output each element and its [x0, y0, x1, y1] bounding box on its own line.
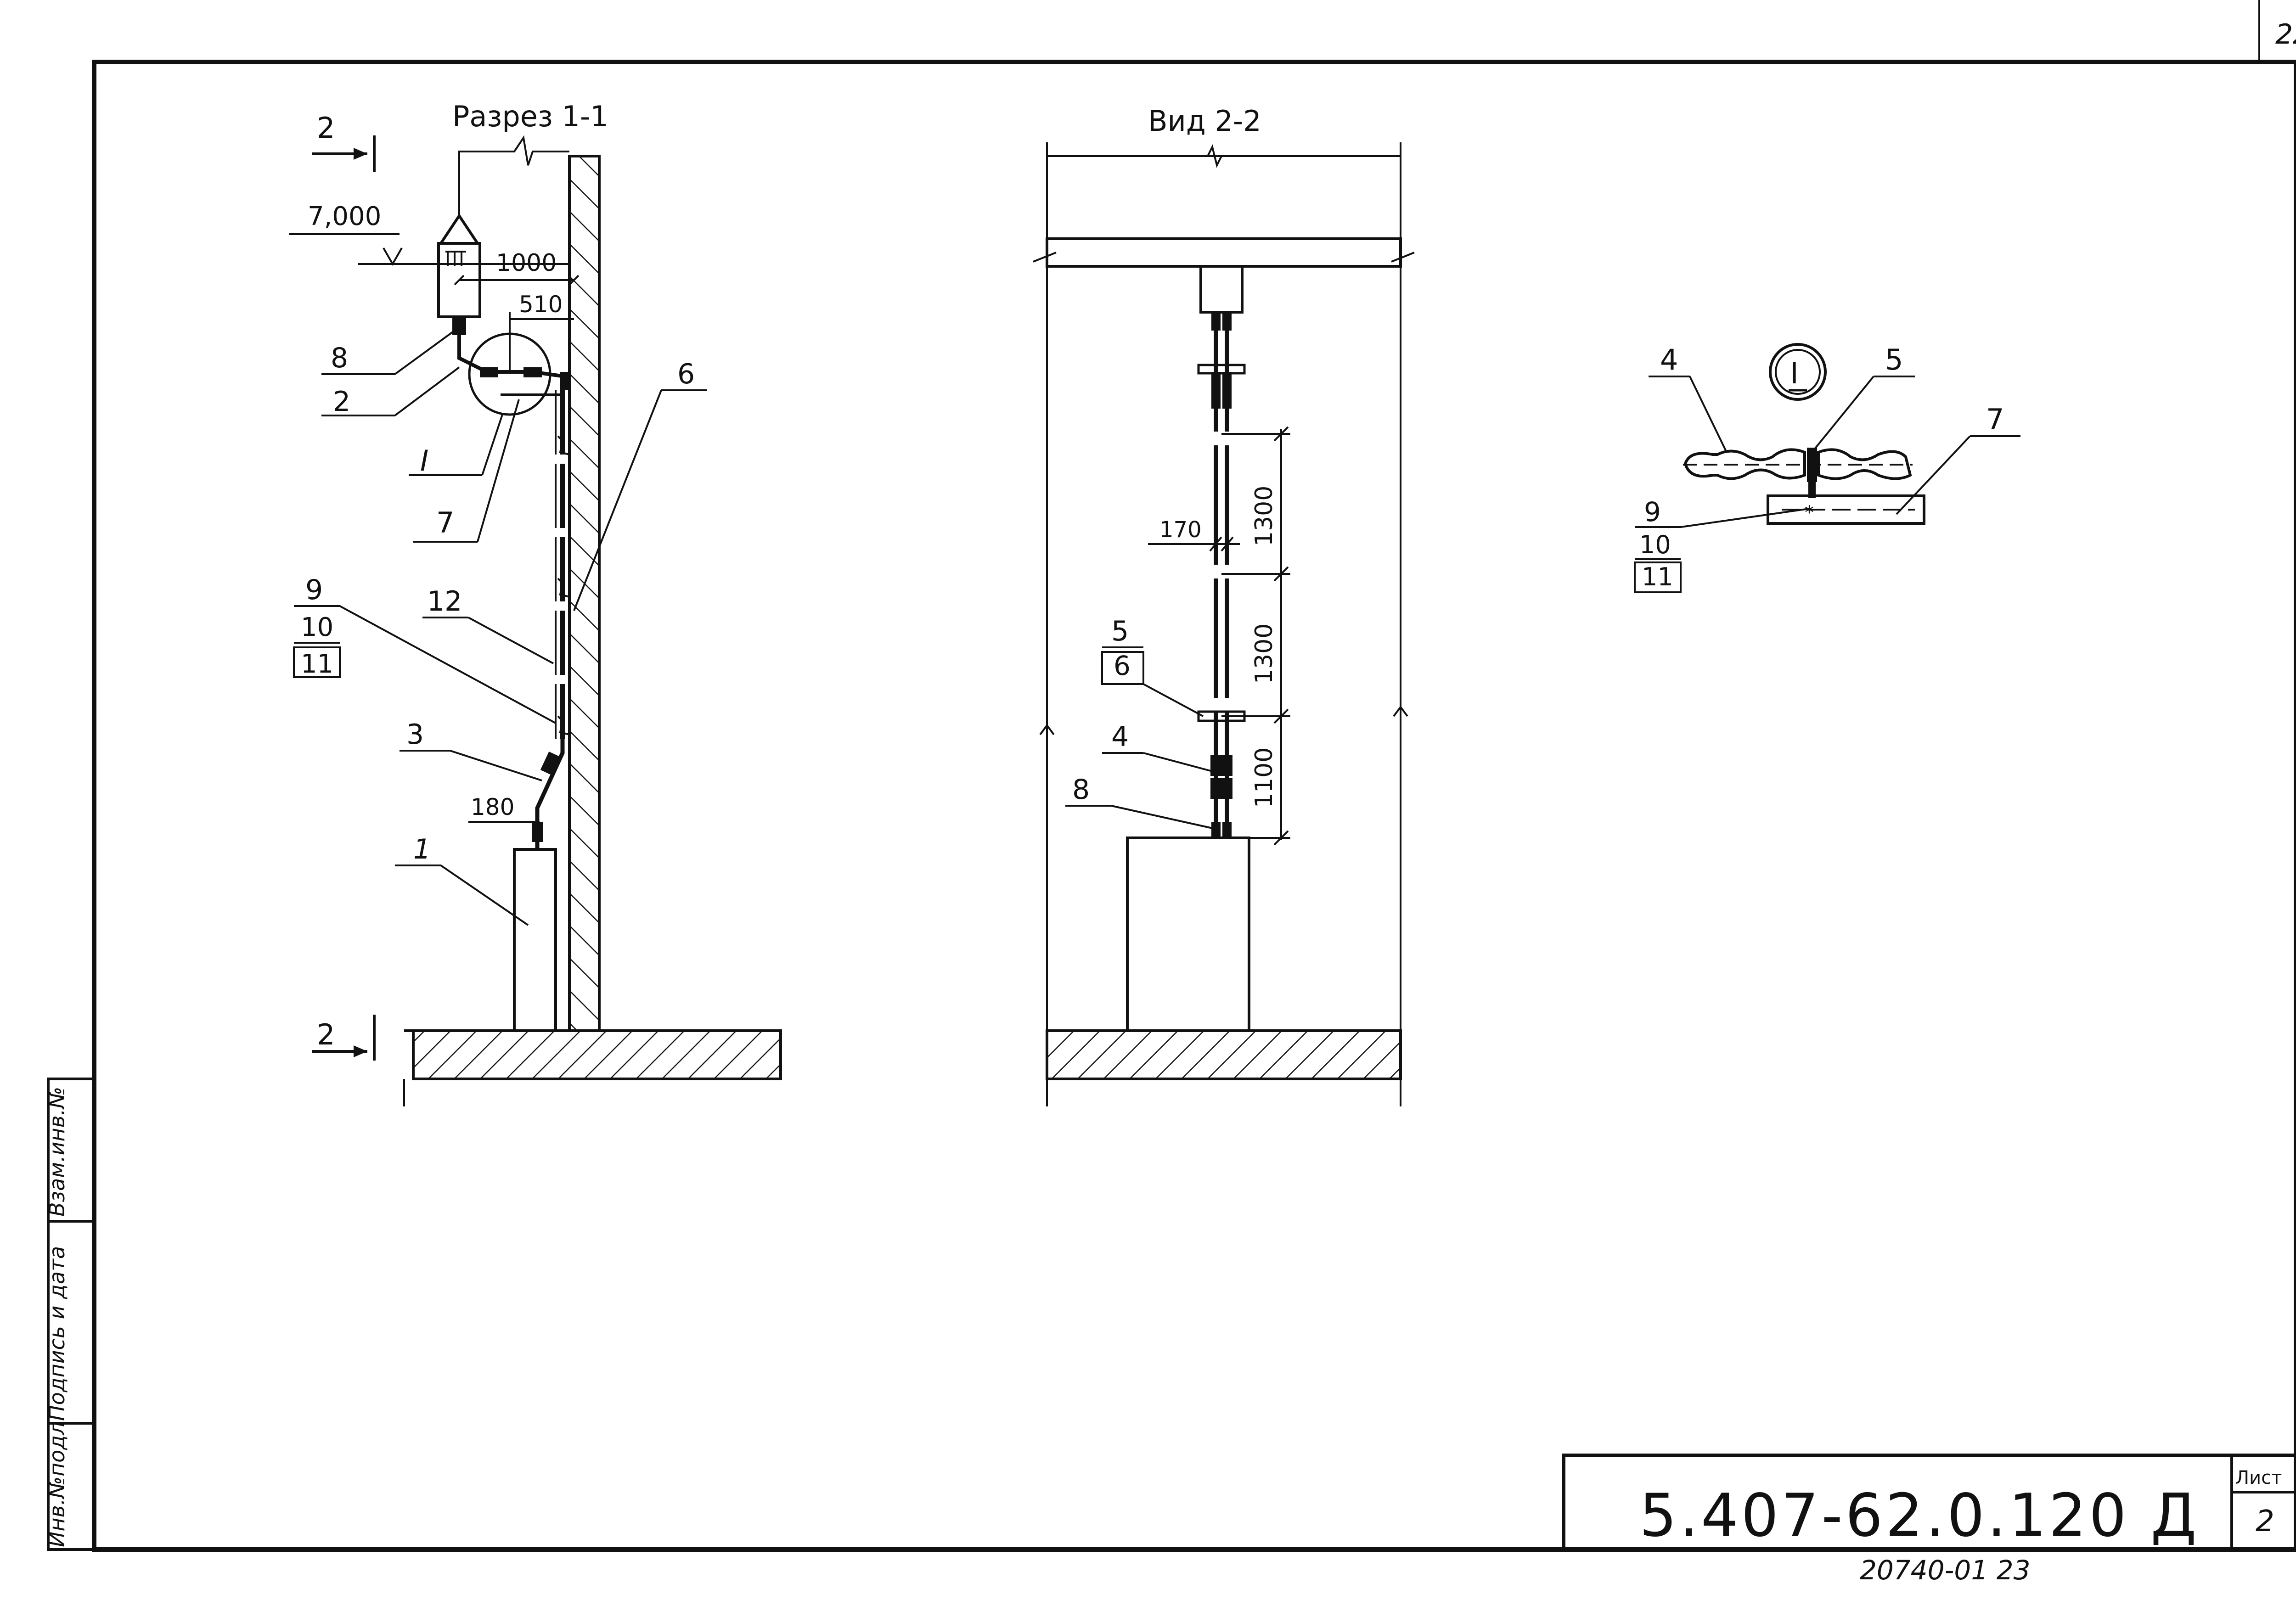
section-1-1-title: Разрез 1-1	[452, 100, 608, 133]
drawing-code: 5.407-62.0.120 Д	[1639, 1482, 2199, 1550]
callout-9: 9	[305, 574, 323, 606]
stamp-vzam: Взам.инв.№	[45, 1087, 69, 1217]
title-block: 5.407-62.0.120 Д Лист 2	[1562, 1454, 2296, 1551]
stamp-podpis: Подпись и дата	[45, 1246, 69, 1421]
view-callout-5: 5	[1111, 615, 1129, 647]
dim-180: 180	[471, 794, 514, 820]
detail-callout-10: 10	[1639, 530, 1671, 559]
detail-callout-5: 5	[1885, 343, 1903, 376]
view-callout-4: 4	[1111, 721, 1129, 753]
view-2-2-title: Вид 2-2	[1148, 104, 1261, 138]
svg-text:*: *	[1805, 502, 1814, 523]
page-number: 22	[2275, 18, 2296, 51]
dim-1000: 1000	[496, 249, 557, 277]
callout-3: 3	[406, 719, 424, 751]
callout-1: 1	[413, 833, 431, 865]
sheet-number: 2	[2256, 1505, 2274, 1538]
detail-marker: I	[1790, 357, 1799, 391]
dim-1100: 1100	[1250, 747, 1278, 808]
stamp-inv-podl: Инв.№подл.	[45, 1415, 69, 1547]
callout-12: 12	[427, 585, 462, 618]
dim-510: 510	[519, 291, 563, 318]
detail-callout-4: 4	[1660, 343, 1678, 376]
elevation-label: 7,000	[308, 202, 381, 231]
callout-11: 11	[301, 649, 333, 679]
callout-10: 10	[301, 612, 333, 642]
detail-I: I * 4 5 7 9 10 11	[1634, 343, 2020, 593]
view-callout-8: 8	[1072, 774, 1090, 806]
section-1-1: Разрез 1-1 2 7,000 1000 510	[289, 100, 782, 1106]
detail-callout-7: 7	[1986, 403, 2004, 436]
callout-2: 2	[333, 386, 350, 418]
section-marker-bottom: 2	[317, 1018, 335, 1051]
callout-I: I	[420, 444, 428, 477]
detail-callout-11: 11	[1642, 562, 1673, 591]
dim-170: 170	[1159, 517, 1202, 543]
sheet-frame	[92, 60, 2296, 1552]
view-callout-6: 6	[1114, 650, 1131, 681]
view-2-2: Вид 2-2	[1033, 104, 1415, 1106]
detail-callout-9: 9	[1644, 496, 1661, 528]
callout-6: 6	[677, 358, 695, 390]
dim-1300-top: 1300	[1250, 486, 1278, 546]
left-stamp: Инв.№подл. Подпись и дата Взам.инв.№	[45, 1078, 96, 1551]
section-marker-top: 2	[317, 111, 335, 145]
callout-7: 7	[436, 506, 454, 539]
callout-8: 8	[331, 342, 348, 374]
dim-1300-mid: 1300	[1250, 623, 1278, 684]
bottom-note: 20740-01 23	[1860, 1555, 2030, 1586]
sheet-label: Лист	[2235, 1467, 2282, 1488]
